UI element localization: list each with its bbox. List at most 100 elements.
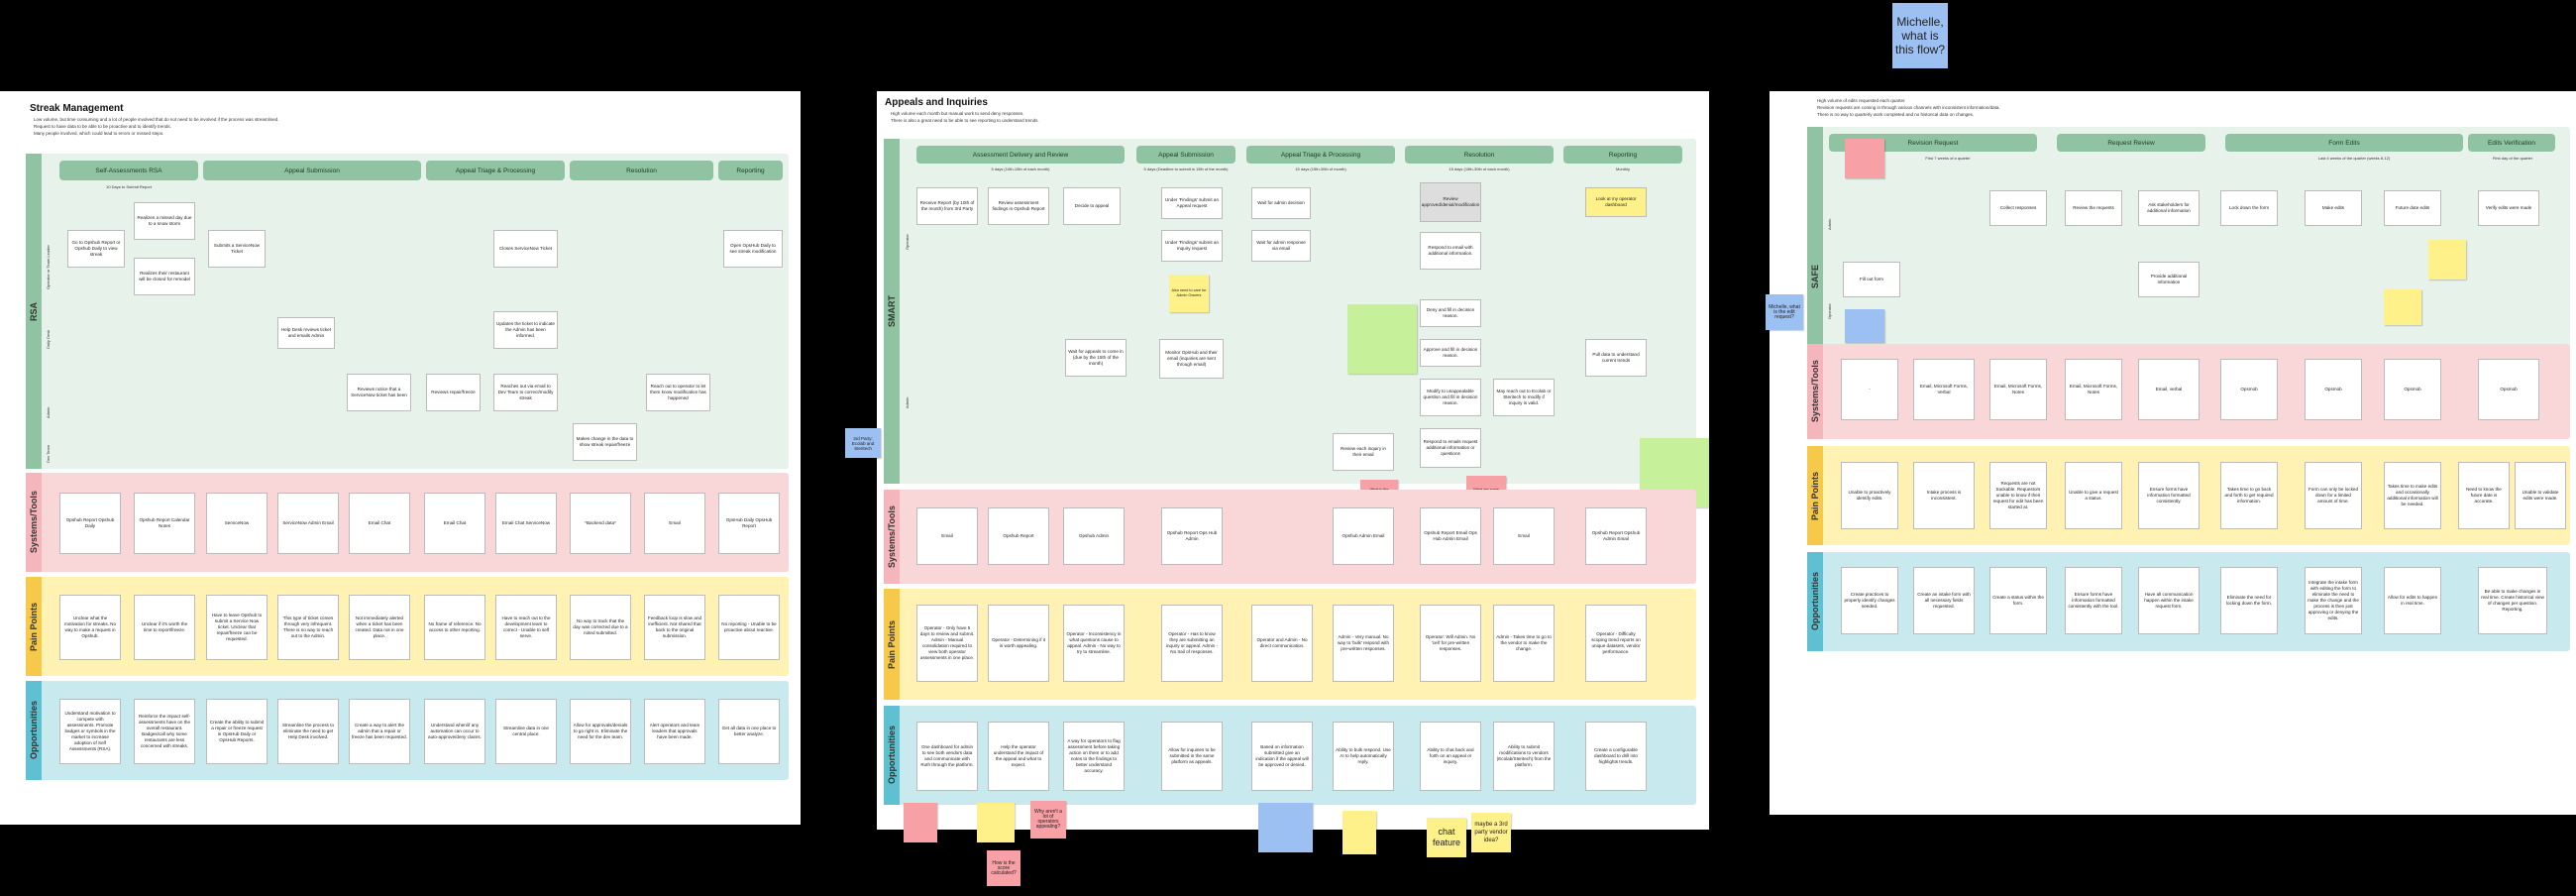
opportunity-card[interactable]: One dashboard for admin to see both vend… [916,722,978,791]
opportunity-card[interactable]: Ability to chat back and forth on an app… [1420,722,1481,791]
pain-card[interactable]: Admin - Very manual. No way to 'bulk' re… [1333,605,1394,682]
opportunity-card[interactable]: Ensure forms have information formatted … [2065,567,2122,634]
opportunity-card[interactable]: Allow for edits to happen in real time. [2384,567,2441,634]
pain-card[interactable]: Form can only be locked down for a limit… [2305,462,2362,529]
systems-card[interactable]: Email Chat ServiceNow [495,493,557,554]
process-card[interactable]: Provide additional information [2138,262,2200,297]
sticky-note-yellow[interactable] [977,803,1015,842]
process-card[interactable]: Respond to email with additional informa… [1420,232,1481,270]
systems-card[interactable]: Opsmob [2305,359,2362,420]
pain-card[interactable]: Unclear what the motivation for streaks.… [59,595,121,660]
pain-card[interactable]: Need to know the future date is accurate… [2458,462,2510,529]
systems-card[interactable]: *Backend data* [570,493,631,554]
sticky-note-blue[interactable] [1258,803,1313,852]
process-card[interactable]: Approve and fill in decision reason. [1420,339,1481,367]
opportunity-card[interactable]: Be able to make changes in real time. Cr… [2478,567,2547,634]
opportunity-card[interactable]: Create the ability to submit a repair or… [206,699,268,764]
opportunity-card[interactable]: Ability to bulk respond. Use AI to help … [1333,722,1394,791]
process-card[interactable]: Monitor OpsHub and their email (inquirie… [1159,339,1224,379]
process-card[interactable]: Closes ServiceNow Ticket [493,230,558,268]
opportunity-card[interactable]: Create a way to alert the admin that a r… [349,699,410,764]
pain-card[interactable]: Operator - Determining if it is worth ap… [988,605,1049,682]
pain-card[interactable]: No frame of reference. No access to othe… [424,595,485,660]
process-card[interactable]: Under 'Findings' submit an Inquiry reque… [1161,230,1223,262]
pain-card[interactable]: Unable to give a request a status. [2065,462,2122,529]
sticky-note-chat[interactable]: chat feature [1427,818,1466,857]
pain-card[interactable]: Unclear if it's worth the time to report… [134,595,195,660]
pain-card[interactable]: Ensure forms have information formatted … [2138,462,2200,529]
pain-card[interactable]: Takes time to go back and forth to get r… [2220,462,2278,529]
pain-card[interactable]: Requests are not trackable. Requestors u… [1989,462,2047,529]
sticky-note-top[interactable]: Michelle, what is this flow? [1892,3,1948,68]
systems-card[interactable]: Email, Microsoft Forms, Notes [2065,359,2122,420]
process-card[interactable]: Wait for admin response via email [1251,230,1311,262]
process-card[interactable]: Under 'Findings' submit an Appeal reques… [1161,187,1223,219]
pain-card[interactable]: Feedback loop is slow and inefficient. N… [644,595,705,660]
pain-card[interactable]: Unable to validate edits were made. [2515,462,2566,529]
process-card[interactable]: Ask stakeholders for additional informat… [2138,190,2200,226]
opportunity-card[interactable]: Create a configurable dashboard to drill… [1585,722,1647,791]
systems-card[interactable]: ServiceNow Admin Email [277,493,339,554]
process-card[interactable]: Updates the ticket to indicate the Admin… [493,311,558,349]
opportunity-card[interactable]: Understand motivation to compete with as… [59,699,121,764]
process-card[interactable]: Realizes their restaurant will be closed… [134,258,195,295]
sticky-note-score[interactable]: How is the score calculated? [987,850,1020,886]
sticky-note-yellow[interactable] [1342,811,1376,854]
systems-card[interactable]: Email [1493,507,1555,565]
opportunity-card[interactable]: Alert operators and team leaders that ap… [644,699,705,764]
process-card[interactable]: Reaches out via email to Dev Team to cor… [493,374,558,411]
pain-card[interactable]: Takes time to make edits and occasionall… [2384,462,2441,529]
process-card[interactable]: Help Desk reviews ticket and emails Admi… [277,317,335,349]
sticky-note-third-party[interactable]: 3rd Party: Ecolab and Steritech [845,428,881,458]
process-card[interactable]: May reach out to Ecolab or Steritech to … [1493,379,1555,416]
pain-card[interactable]: Operator - Inconsistency in what questio… [1063,605,1125,682]
opportunity-card[interactable]: Based on information submitted give an i… [1251,722,1313,791]
process-card[interactable]: Reviews notice that a ServiceNow ticket … [347,374,411,411]
opportunity-card[interactable]: Create practices to properly identify ch… [1841,567,1898,634]
pain-card[interactable]: Operator - Has to know they are submitti… [1161,605,1223,682]
sticky-note-yellow[interactable] [2384,289,2421,325]
opportunity-card[interactable]: Ability to submit modifications to vendo… [1493,722,1555,791]
sticky-note-why-appealing[interactable]: Why aren't a lot of operators appealing? [1030,801,1066,839]
systems-card[interactable]: Email Chat [349,493,410,554]
process-card[interactable]: Reach out to operator to let them know m… [646,374,710,411]
systems-card[interactable]: Opshub Admin [1063,507,1125,565]
opportunity-card[interactable]: Allow for approvals/denials to go right … [570,699,631,764]
opportunity-card[interactable]: Integrate the intake form with editing t… [2305,567,2362,634]
sticky-note-red[interactable] [1845,139,1884,178]
process-card[interactable]: Review approved/denial/modification [1420,182,1481,222]
sticky-note-green[interactable] [1347,304,1417,374]
pain-card[interactable]: This type of ticket comes through very i… [277,595,339,660]
opportunity-card[interactable]: Streamline data in one central place. [495,699,557,764]
process-card[interactable]: Modify to unappealable question and fill… [1420,379,1481,416]
process-card[interactable]: Review assessment findings in Opshub Rep… [988,187,1049,225]
systems-card[interactable]: Opsmob [2478,359,2539,420]
sticky-note-michelle[interactable]: Michelle, what is the edit request? [1766,294,1803,330]
opportunity-card[interactable]: Reinforce the impact self-assessments ha… [134,699,195,764]
pain-card[interactable]: Have to reach out to the development tea… [495,595,557,660]
process-card[interactable]: Decide to appeal [1063,187,1121,225]
sticky-note-yellow[interactable] [2428,240,2466,280]
process-card[interactable]: Verify edits were made [2478,190,2539,226]
process-card[interactable]: Review each inquiry in their email [1333,433,1394,471]
opportunity-card[interactable]: Understand when/if any automation can oc… [424,699,485,764]
opportunity-card[interactable]: Allow for inquiries to be submitted in t… [1161,722,1223,791]
pain-card[interactable]: Operator - Difficulty scoping trend repo… [1585,605,1647,682]
process-card[interactable]: Review the requests [2065,190,2122,226]
sticky-note-blue[interactable] [1845,309,1884,343]
systems-card[interactable]: - [1841,359,1898,420]
systems-card[interactable]: Email Chat [424,493,485,554]
process-card[interactable]: Deny and fill in decision reason. [1420,299,1481,327]
systems-card[interactable]: Opsmob [2384,359,2441,420]
process-card[interactable]: Realizes a missed day due to a snow stor… [134,202,195,240]
systems-card[interactable]: Email, verbal [2138,359,2200,420]
pain-card[interactable]: Intake process is inconsistent. [1913,462,1975,529]
pain-card[interactable]: Unable to proactively identify edits. [1841,462,1898,529]
opportunity-card[interactable]: Create an intake form with all necessary… [1913,567,1975,634]
pain-card[interactable]: Not immediately alerted when a ticket ha… [349,595,410,660]
sticky-note-admins[interactable]: Also need to care for Admin Owners [1169,275,1209,312]
process-card[interactable]: Wait for admin decision [1251,187,1311,219]
process-card[interactable]: Reviews repair/freeze [426,374,481,411]
pain-card[interactable]: Operator and Admin - No direct communica… [1251,605,1313,682]
opportunity-card[interactable]: Help the operator understand the impact … [988,722,1049,791]
